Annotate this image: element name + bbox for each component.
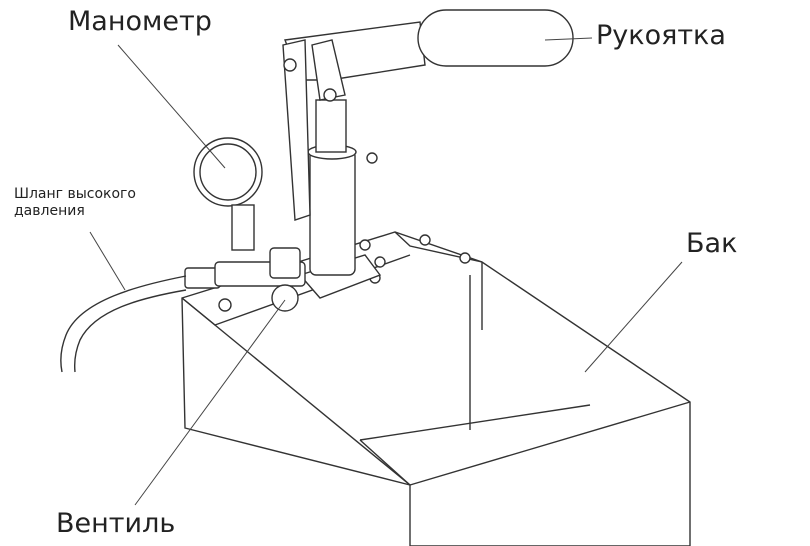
- pump-cylinder: [307, 99, 378, 276]
- label-tank: Бак: [686, 228, 738, 259]
- label-hose-line1: Шланг высокого: [14, 186, 136, 202]
- leader-valve: [134, 299, 286, 506]
- label-valve: Вентиль: [56, 508, 176, 539]
- handle: [282, 9, 574, 221]
- label-gauge: Манометр: [68, 6, 212, 37]
- label-hose: Шланг высокого давления: [14, 186, 136, 220]
- label-handle: Рукоятка: [596, 20, 726, 51]
- pressure-gauge: [193, 137, 263, 251]
- leader-handle: [544, 37, 593, 41]
- label-hose-line2: давления: [14, 203, 85, 219]
- leader-gauge: [117, 44, 226, 169]
- leader-tank: [584, 261, 683, 373]
- tank: [181, 231, 691, 546]
- hose: [60, 275, 187, 373]
- valve: [184, 247, 306, 312]
- leader-hose: [89, 231, 126, 291]
